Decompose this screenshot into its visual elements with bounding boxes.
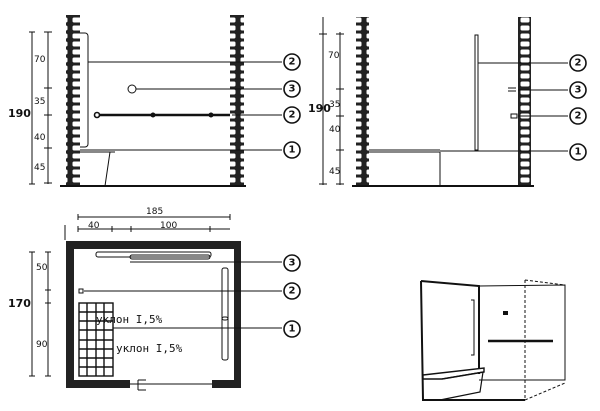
dim-40: 40 [34,133,46,143]
svg-text:3: 3 [575,85,582,96]
vertical-grab-bar [80,32,89,148]
leader-lines [88,61,282,151]
horizontal-grab-bar [95,251,212,258]
bar-mount [208,112,214,118]
dim-ticks [29,31,52,185]
dim-40: 40 [329,125,341,135]
seat-tile-grid [78,302,114,377]
leader-lines [84,261,282,329]
shower-seat [369,149,441,186]
svg-text:1: 1 [289,324,296,335]
bar-mount [510,113,518,119]
brick-wall-left [356,17,369,187]
callout-1: 1 [283,320,301,338]
dim-170: 170 [8,297,31,310]
brick-wall-right [230,15,244,187]
grab-bar-plan [129,254,211,260]
seat-front [439,371,484,401]
soap-holder [127,84,137,94]
dim-ticks [319,33,344,185]
elevation-left: 70 35 190 40 45 2 3 2 1 [8,15,301,187]
callout-2: 2 [283,106,301,124]
dim-ticks [29,251,51,377]
svg-text:3: 3 [289,84,296,95]
back-wall [478,284,566,381]
bar-mount [150,112,156,118]
svg-text:3: 3 [289,258,296,269]
brick-wall-right [518,17,531,187]
shower-seat [80,149,115,187]
slope-label-1: уклон I,5% [96,313,163,326]
callout-2: 2 [283,53,301,71]
svg-text:2: 2 [575,58,582,69]
bar-mount [93,111,101,119]
wall-grab-bar [221,267,229,321]
dim-ticks [77,214,231,232]
callout-1: 1 [569,143,587,161]
floor-plan: 185 40 100 170 50 90 уклон I,5% уклон I,… [8,207,301,391]
svg-text:1: 1 [289,145,296,156]
vertical-grab-bar [471,299,475,356]
dim-35: 35 [329,100,340,110]
leader-lines [440,62,568,152]
svg-text:2: 2 [289,110,296,121]
brick-wall-left [66,15,80,187]
svg-text:2: 2 [289,57,296,68]
dim-70: 70 [328,51,340,61]
perspective-view [420,279,566,401]
dim-190: 190 [308,102,331,115]
dim-40: 40 [88,221,100,231]
svg-text:2: 2 [289,286,296,297]
soap-holder [503,311,508,315]
svg-text:1: 1 [575,147,582,158]
dim-70: 70 [34,55,46,65]
dim-90: 90 [36,340,48,350]
dim-45: 45 [34,163,45,173]
wall-grab-bar [221,316,229,361]
dim-100: 100 [160,221,177,231]
dim-45: 45 [329,167,340,177]
callout-3: 3 [569,81,587,99]
door-opening [130,379,212,391]
shower-head [78,288,84,294]
dim-190: 190 [8,107,31,120]
vertical-grab-bar [474,34,479,151]
soap-holder [508,87,516,92]
callout-2: 2 [283,282,301,300]
callout-3: 3 [283,254,301,272]
dim-50: 50 [36,263,48,273]
callout-2: 2 [569,54,587,72]
callout-3: 3 [283,80,301,98]
elevation-right: 70 35 190 40 45 2 3 2 1 [308,17,587,187]
slope-label-2: уклон I,5% [116,342,183,355]
dim-185: 185 [146,207,163,217]
svg-text:2: 2 [575,111,582,122]
dim-35: 35 [34,97,45,107]
callout-2: 2 [569,107,587,125]
callout-1: 1 [283,141,301,159]
